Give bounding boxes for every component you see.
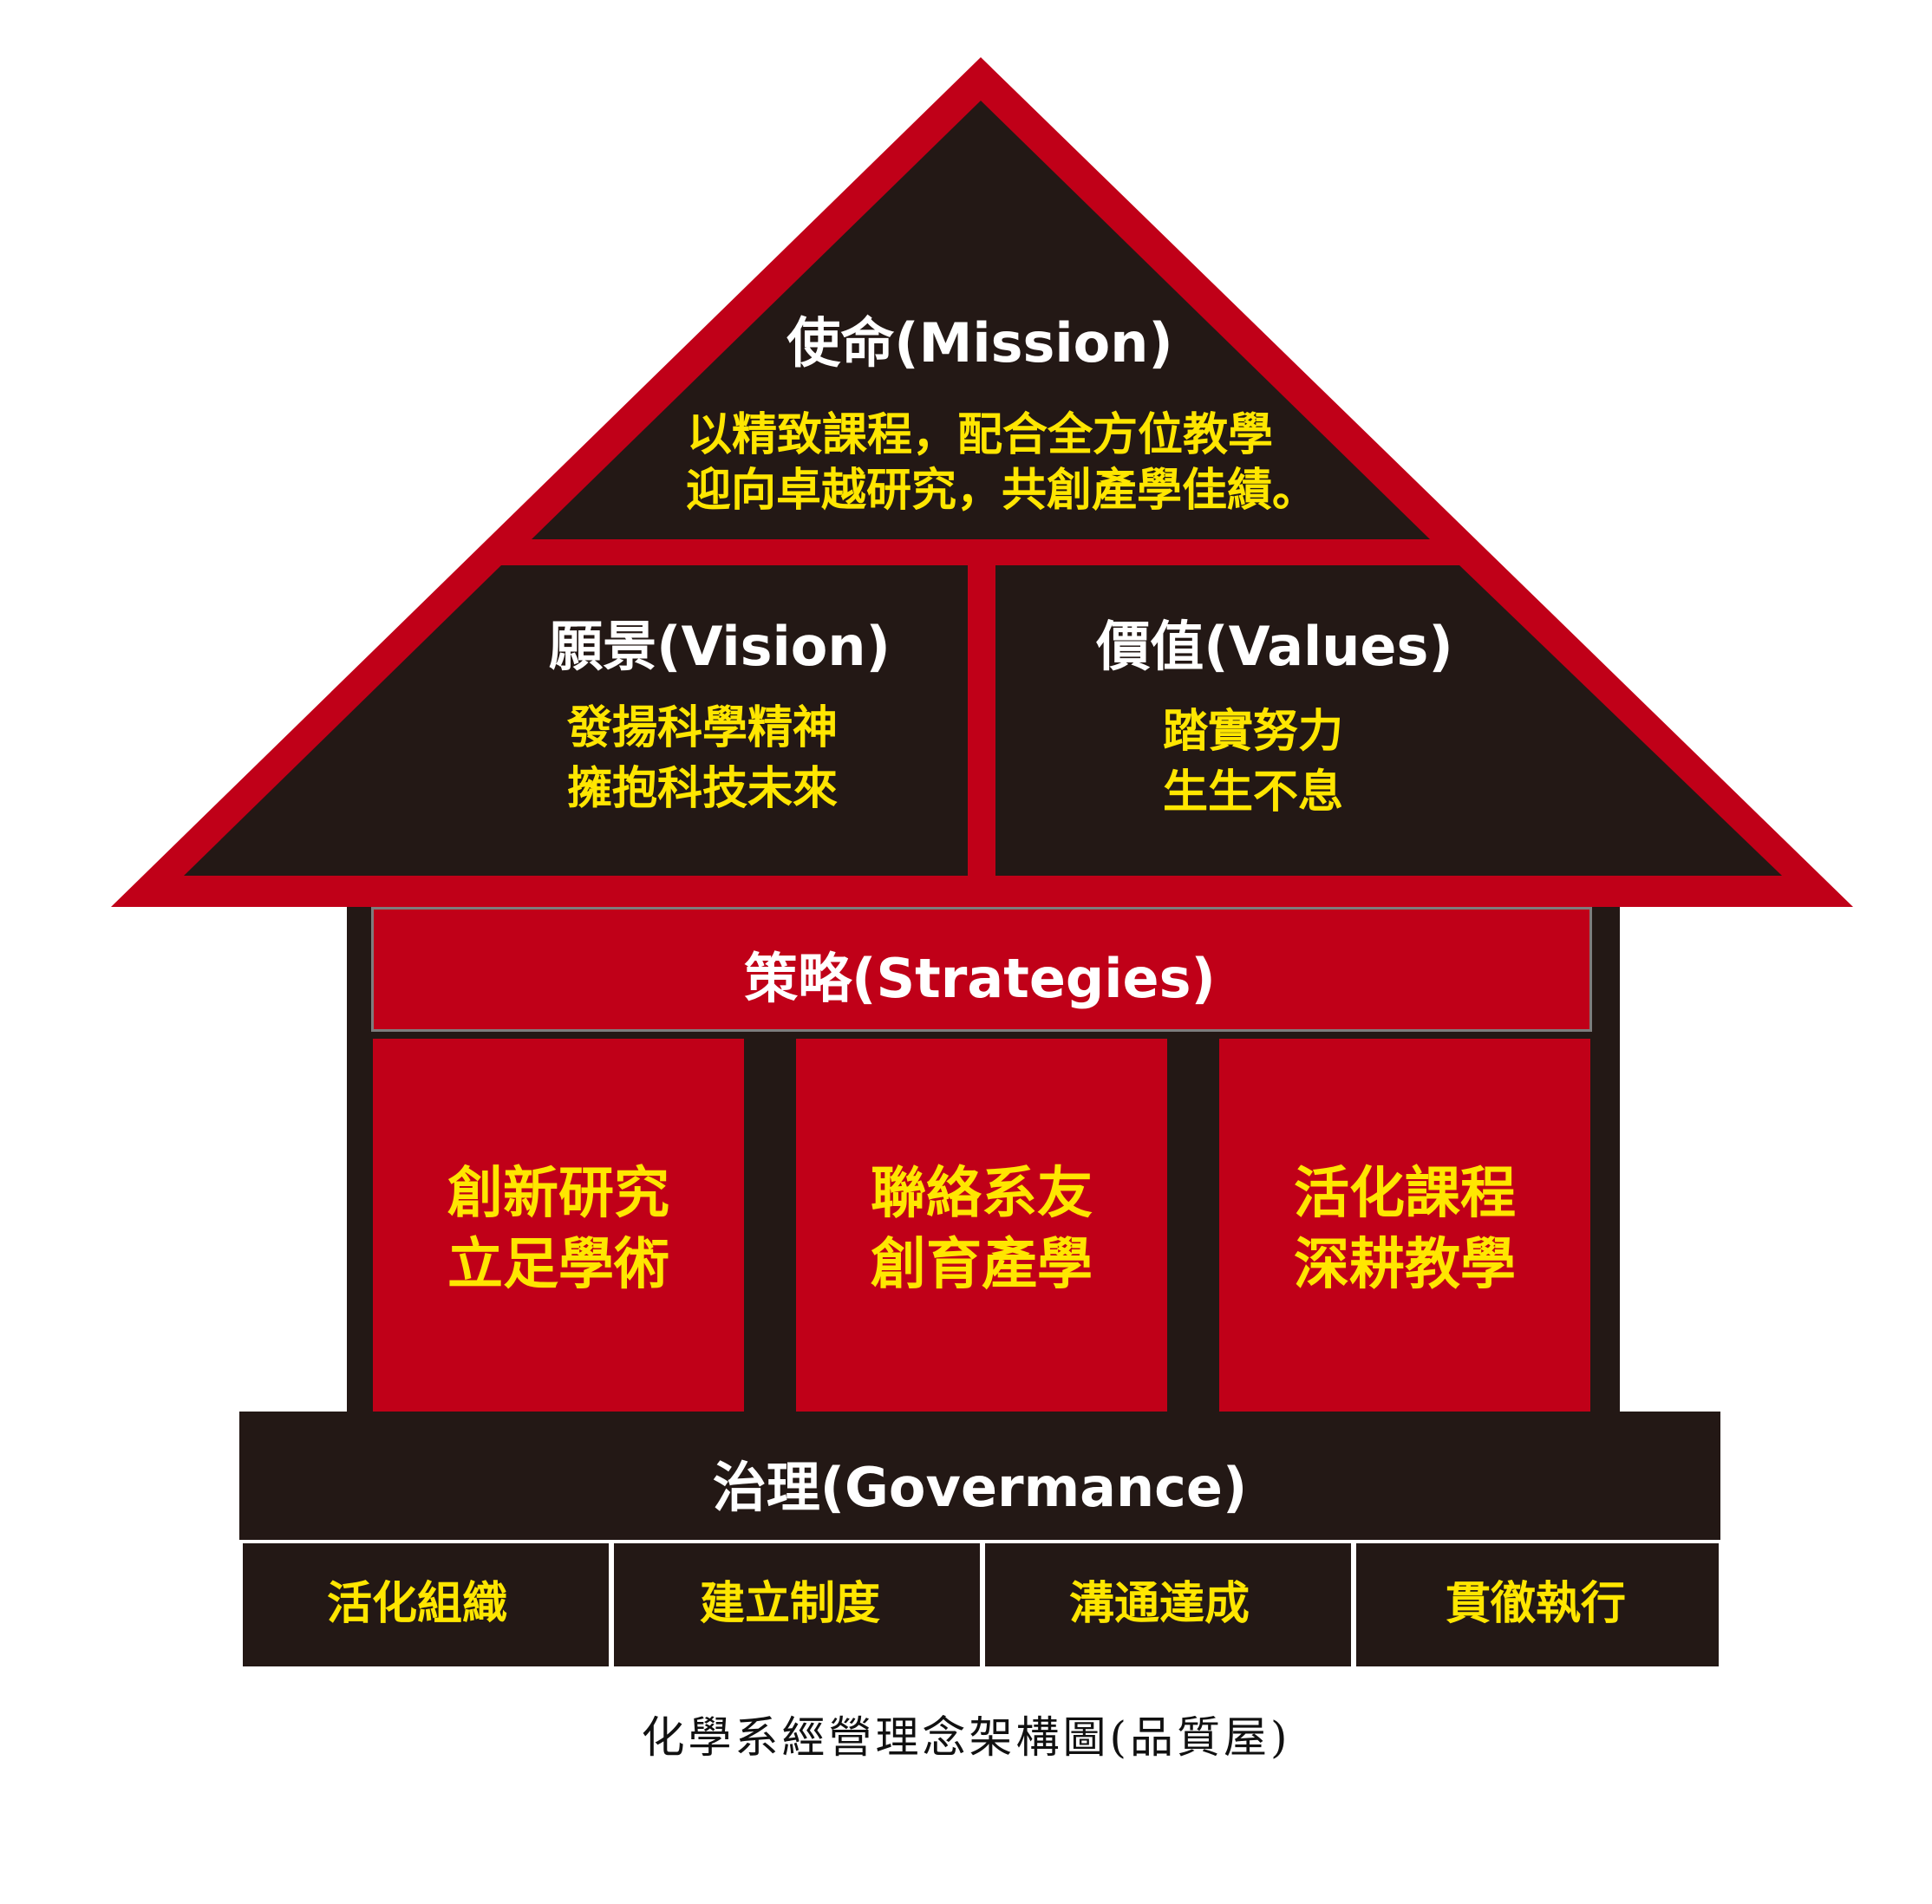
pillar-curriculum-line-1: 活化課程 <box>1294 1162 1516 1226</box>
governance-item-box-2 <box>614 1543 980 1666</box>
pillar-alumni-line-2: 創育產學 <box>871 1233 1093 1297</box>
mission-line-2: 迎向卓越研究，共創產學佳績。 <box>685 465 1317 517</box>
pillar-curriculum-line-2: 深耕教學 <box>1294 1233 1516 1297</box>
values-line-2: 生生不息 <box>1162 766 1343 818</box>
values-panel <box>995 565 1782 876</box>
governance-bar <box>239 1412 1720 1540</box>
pillar-research-line-1: 創新研究 <box>447 1162 669 1226</box>
pillar-research-line-2: 立足學術 <box>447 1233 669 1297</box>
strategies-header <box>371 907 1592 1032</box>
vision-line-1: 發揚科學精神 <box>566 702 838 754</box>
governance-item-4: 貫徹執行 <box>1445 1578 1626 1630</box>
pillar-alumni-line-1: 聯絡系友 <box>871 1162 1093 1226</box>
vision-panel <box>184 565 968 876</box>
strategies-title: 策略(Strategies) <box>744 947 1216 1010</box>
values-line-1: 踏實努力 <box>1162 706 1343 758</box>
governance-item-box-4 <box>1356 1543 1719 1666</box>
vision-line-2: 擁抱科技未來 <box>566 763 838 815</box>
governance-item-box-1 <box>243 1543 609 1666</box>
mission-title: 使命(Mission) <box>787 311 1173 375</box>
governance-item-2: 建立制度 <box>699 1578 880 1630</box>
diagram-caption: 化學系經營理念架構圖(品質屋) <box>641 1712 1291 1763</box>
governance-title: 治理(Govermance) <box>712 1456 1248 1519</box>
pillar-research <box>373 1039 744 1412</box>
values-title: 價值(Values) <box>1096 615 1453 678</box>
roof-diagram <box>111 57 1853 907</box>
pillar-curriculum <box>1219 1039 1590 1412</box>
mission-line-1: 以精致課程，配合全方位教學 <box>686 409 1273 461</box>
pillar-alumni <box>796 1039 1167 1412</box>
mission-panel <box>532 101 1430 539</box>
governance-item-3: 溝通達成 <box>1068 1578 1250 1630</box>
governance-item-box-3 <box>985 1543 1351 1666</box>
vision-title: 願景(Vision) <box>549 615 891 678</box>
governance-item-1: 活化組織 <box>326 1578 507 1630</box>
